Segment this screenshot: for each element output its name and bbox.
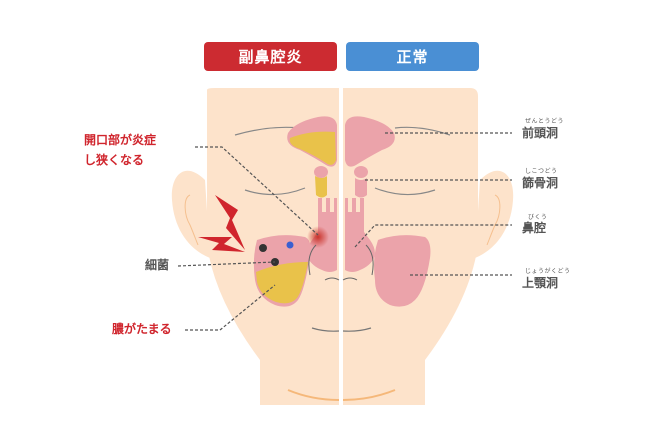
label-ethmoid-sinus: 篩骨洞 bbox=[522, 176, 559, 190]
center-divider bbox=[339, 85, 343, 410]
left-maxillary-pus bbox=[256, 262, 308, 304]
ruby-maxillary: じょうがくどう bbox=[525, 268, 571, 275]
right-nasal-cavity bbox=[345, 198, 375, 272]
label-pus: 膿がたまる bbox=[112, 322, 172, 336]
lightning-bolt-icon-2 bbox=[198, 237, 245, 252]
ruby-ethmoid: しこつどう bbox=[525, 168, 558, 175]
leader-opening bbox=[195, 146, 319, 236]
leader-bacteria bbox=[177, 261, 276, 267]
leader-nasal bbox=[354, 224, 512, 248]
header-normal: 正常 bbox=[346, 42, 479, 71]
ruby-nasal: びくう bbox=[528, 214, 548, 221]
lightning-bolt-icon bbox=[215, 195, 245, 250]
left-ethmoid-pus bbox=[315, 176, 327, 198]
bacteria-dark-1 bbox=[259, 244, 267, 252]
label-nasal-cavity: 鼻腔 bbox=[522, 221, 547, 235]
right-ear bbox=[475, 170, 514, 258]
left-ear bbox=[171, 170, 210, 258]
label-frontal-sinus: 前頭洞 bbox=[522, 126, 559, 140]
label-opening-inflamed: 開口部が炎症 し狭くなる bbox=[84, 130, 156, 170]
left-ethmoid-top bbox=[314, 166, 328, 178]
label-opening-line1: 開口部が炎症 bbox=[84, 133, 157, 147]
right-ethmoid-top bbox=[354, 166, 368, 178]
leader-pus bbox=[185, 284, 276, 331]
bacteria-blue bbox=[286, 241, 294, 249]
ruby-frontal: ぜんとうどう bbox=[525, 118, 565, 125]
label-maxillary-sinus: 上顎洞 bbox=[522, 276, 559, 290]
inflammation-spot bbox=[307, 226, 329, 248]
left-frontal-pus bbox=[289, 131, 336, 165]
right-frontal-sinus bbox=[345, 116, 395, 167]
right-maxillary-sinus bbox=[374, 235, 431, 307]
header-sinusitis: 副鼻腔炎 bbox=[204, 42, 337, 71]
label-opening-line2: し狭くなる bbox=[84, 153, 145, 167]
label-bacteria: 細菌 bbox=[145, 258, 170, 272]
